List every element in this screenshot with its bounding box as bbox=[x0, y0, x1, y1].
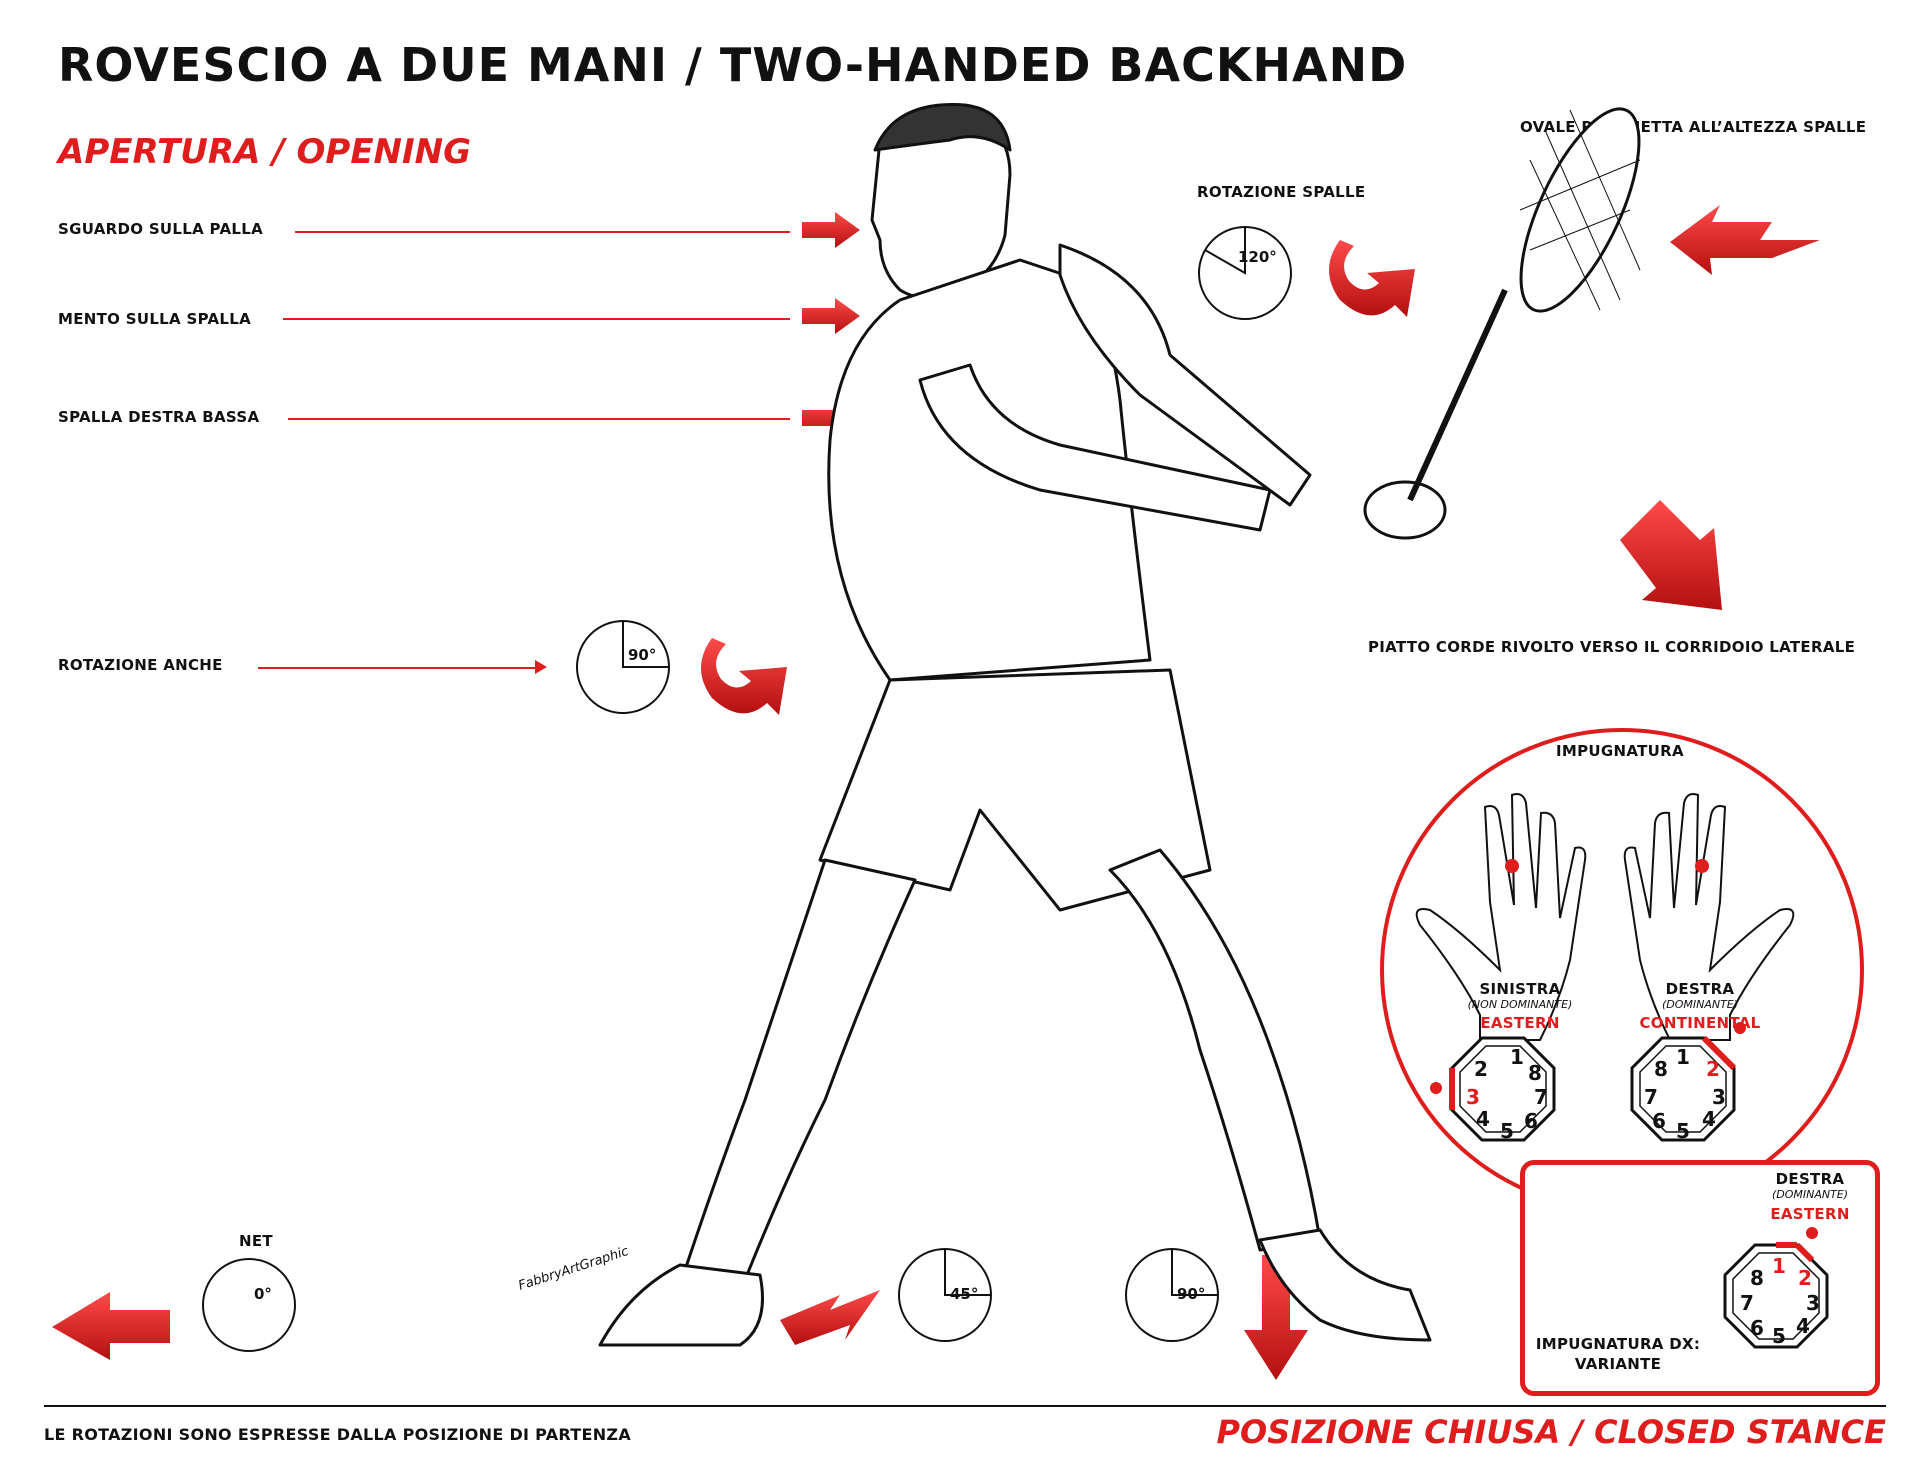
arm-left bbox=[918, 363, 1272, 532]
label-net: NET bbox=[239, 1232, 273, 1250]
signature: FabbryArtGraphic bbox=[517, 1244, 631, 1294]
left-grip-type: EASTERN bbox=[1480, 1014, 1560, 1032]
svg-text:1: 1 bbox=[1510, 1045, 1524, 1069]
footer-note: LE ROTAZIONI SONO ESPRESSE DALLA POSIZIO… bbox=[44, 1425, 632, 1444]
player-figure bbox=[598, 103, 1641, 1347]
svg-text:7: 7 bbox=[1644, 1085, 1658, 1109]
left-hand-dot bbox=[1505, 859, 1519, 873]
svg-text:1: 1 bbox=[1772, 1254, 1786, 1278]
pointer-line bbox=[288, 418, 790, 420]
label-piatto: PIATTO CORDE RIVOLTO VERSO IL CORRIDOIO … bbox=[1368, 638, 1856, 656]
label-anche: ROTAZIONE ANCHE bbox=[58, 656, 223, 674]
foot-arrow-icon bbox=[780, 1290, 880, 1345]
svg-text:3: 3 bbox=[1806, 1291, 1820, 1315]
racquet-strings bbox=[1519, 109, 1641, 311]
pointer-arrowhead bbox=[535, 660, 547, 674]
leg-right bbox=[1108, 848, 1322, 1252]
page-title: ROVESCIO A DUE MANI / TWO-HANDED BACKHAN… bbox=[58, 38, 1408, 92]
angle-foot-right: 90° bbox=[1177, 1285, 1206, 1303]
label-spalla: SPALLA DESTRA BASSA bbox=[58, 408, 260, 426]
svg-text:7: 7 bbox=[1534, 1085, 1548, 1109]
svg-text:7: 7 bbox=[1740, 1291, 1754, 1315]
variant-panel bbox=[1520, 1160, 1880, 1396]
direction-arrow-icon bbox=[1670, 205, 1820, 275]
svg-text:2: 2 bbox=[1798, 1266, 1812, 1290]
right-hand-sub: (DOMINANTE) bbox=[1661, 998, 1739, 1011]
variant-label-line1: IMPUGNATURA DX: bbox=[1535, 1335, 1701, 1353]
svg-text:3: 3 bbox=[1712, 1085, 1726, 1109]
left-hand-label: SINISTRA bbox=[1479, 980, 1561, 998]
footer-divider bbox=[44, 1405, 1886, 1407]
racquet-handle bbox=[1407, 288, 1508, 502]
angle-foot-left: 45° bbox=[950, 1285, 979, 1303]
svg-text:8: 8 bbox=[1654, 1057, 1668, 1081]
hair bbox=[873, 103, 1012, 152]
net-arrow-icon bbox=[52, 1292, 170, 1360]
right-hand-dot bbox=[1695, 859, 1709, 873]
rotation-arrow-icon bbox=[701, 638, 787, 715]
label-rotazione-spalle: ROTAZIONE SPALLE bbox=[1197, 183, 1366, 201]
footer-stance: POSIZIONE CHIUSA / CLOSED STANCE bbox=[1216, 1413, 1886, 1451]
variant-sub: (DOMINANTE) bbox=[1771, 1188, 1849, 1201]
foot-arrow-icon bbox=[1244, 1255, 1308, 1380]
svg-text:8: 8 bbox=[1528, 1061, 1542, 1085]
svg-text:6: 6 bbox=[1750, 1316, 1764, 1340]
svg-text:1: 1 bbox=[1676, 1045, 1690, 1069]
right-grip-type: CONTINENTAL bbox=[1639, 1014, 1761, 1032]
svg-text:6: 6 bbox=[1652, 1109, 1666, 1133]
svg-text:3: 3 bbox=[1466, 1085, 1480, 1109]
svg-text:4: 4 bbox=[1702, 1107, 1716, 1131]
svg-text:8: 8 bbox=[1750, 1266, 1764, 1290]
right-hand-icon bbox=[1623, 793, 1795, 1041]
dial-net bbox=[202, 1258, 296, 1352]
grip-title: IMPUGNATURA bbox=[1556, 742, 1684, 760]
label-sguardo: SGUARDO SULLA PALLA bbox=[58, 220, 263, 238]
leg-left bbox=[683, 858, 917, 1282]
svg-text:4: 4 bbox=[1476, 1107, 1490, 1131]
svg-text:2: 2 bbox=[1474, 1057, 1488, 1081]
variant-label-line2: VARIANTE bbox=[1574, 1355, 1662, 1373]
svg-text:2: 2 bbox=[1706, 1057, 1720, 1081]
angle-net: 0° bbox=[254, 1285, 272, 1303]
angle-hips: 90° bbox=[628, 646, 657, 664]
hands bbox=[1363, 480, 1447, 540]
svg-text:6: 6 bbox=[1524, 1109, 1538, 1133]
direction-arrow-icon bbox=[1620, 500, 1722, 610]
variant-hand: DESTRA bbox=[1775, 1170, 1845, 1188]
left-hand-sub: (NON DOMINANTE) bbox=[1467, 998, 1573, 1011]
rotation-arrow-icon bbox=[1329, 240, 1415, 317]
left-hand-icon bbox=[1415, 793, 1587, 1041]
svg-text:5: 5 bbox=[1500, 1119, 1514, 1143]
shoe-right bbox=[1258, 1228, 1432, 1342]
pointer-line bbox=[258, 667, 535, 669]
section-title: APERTURA / OPENING bbox=[58, 132, 472, 172]
pointer-line bbox=[283, 318, 790, 320]
label-mento: MENTO SULLA SPALLA bbox=[58, 310, 252, 328]
svg-text:5: 5 bbox=[1676, 1119, 1690, 1143]
angle-shoulders: 120° bbox=[1238, 248, 1277, 266]
red-arrow-icon bbox=[802, 212, 860, 248]
variant-grip: EASTERN bbox=[1770, 1205, 1850, 1223]
right-hand-label: DESTRA bbox=[1665, 980, 1735, 998]
svg-text:4: 4 bbox=[1796, 1314, 1810, 1338]
svg-text:5: 5 bbox=[1772, 1324, 1786, 1348]
arm-right bbox=[1058, 243, 1312, 507]
pointer-line bbox=[295, 231, 790, 233]
shoe-left bbox=[598, 1263, 764, 1347]
red-arrow-icon bbox=[802, 298, 860, 334]
